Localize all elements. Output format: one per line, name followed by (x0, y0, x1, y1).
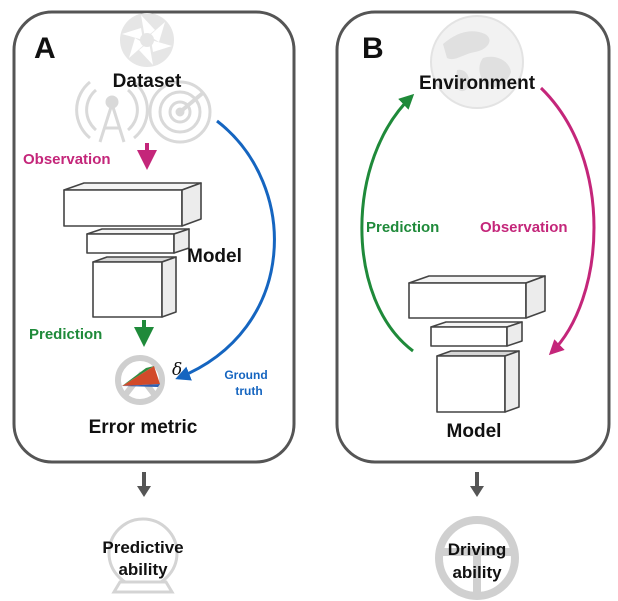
ground-truth-label-line2: truth (235, 384, 262, 398)
delta-wedge-red (122, 366, 160, 386)
down-arrow-a (137, 472, 151, 497)
model-label-a: Model (187, 246, 242, 267)
observation-label-a: Observation (23, 151, 111, 168)
steering-wheel-icon (435, 516, 519, 600)
delta-wedge-blue (122, 384, 160, 387)
down-arrow-b (470, 472, 484, 497)
crystal-ball-icon (107, 517, 179, 594)
outcome-label-b-line2: ability (452, 563, 502, 582)
globe-icon (430, 15, 524, 109)
outcome-label-b-line1: Driving (448, 540, 507, 559)
ground-truth-arrow (175, 119, 276, 381)
dataset-label: Dataset (113, 71, 182, 92)
environment-label: Environment (419, 73, 536, 94)
outcome-label-a-line1: Predictive (102, 538, 183, 557)
prediction-label-b: Prediction (366, 219, 439, 236)
error-metric-label: Error metric (89, 417, 198, 438)
prediction-arrow-b (360, 93, 415, 353)
aperture-icon (120, 13, 174, 67)
observation-arrow-b (539, 86, 596, 356)
model-stack-a (63, 182, 202, 318)
error-gauge-icon (115, 355, 165, 405)
panel-a: A (12, 10, 296, 464)
radar-icon (148, 80, 212, 144)
observation-label-b: Observation (480, 219, 568, 236)
panel-b: B Environment Prediction Observation Mo (335, 10, 611, 464)
panel-b-letter: B (362, 32, 384, 65)
model-stack-b (408, 275, 546, 413)
outcome-label-a-line2: ability (118, 560, 168, 579)
prediction-label-a: Prediction (29, 326, 102, 343)
panel-b-frame (335, 10, 611, 464)
delta-wedge-green (122, 366, 154, 386)
model-label-b: Model (447, 421, 502, 442)
ground-truth-label-line1: Ground (224, 368, 267, 382)
panel-a-letter: A (34, 32, 56, 65)
satellite-dish-icon (75, 80, 149, 143)
